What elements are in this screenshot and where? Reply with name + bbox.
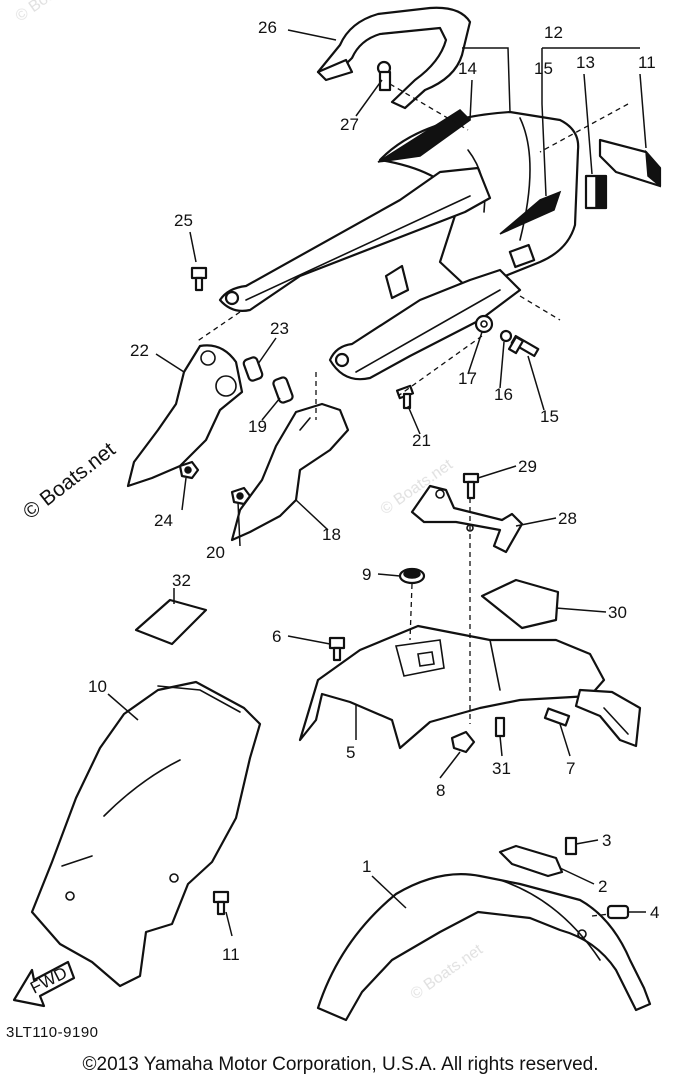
callout-11: 11: [222, 945, 240, 964]
leader-lines: [107, 29, 647, 937]
part-collar-18: [474, 314, 494, 334]
part-bolt-28: [376, 60, 392, 92]
callout-17: 16: [494, 385, 513, 404]
part-collar-20: [272, 376, 294, 404]
callout-12: 12: [544, 23, 563, 42]
callout-28: 27: [340, 115, 359, 134]
callout-15-left: 14: [458, 59, 477, 78]
part-bolt-22: [395, 384, 415, 410]
part-washer-17: [499, 329, 513, 343]
callout-27: 26: [258, 18, 277, 37]
part-bolt-3: [564, 836, 578, 856]
part-seat-pad-13: [598, 138, 662, 188]
callout-13: 11: [638, 53, 656, 72]
part-nut-21: [230, 486, 252, 506]
callout-30: 29: [518, 457, 537, 476]
callout-26: 25: [174, 211, 193, 230]
part-nut-8: [450, 730, 476, 754]
callout-10: 10: [88, 677, 107, 696]
callout-1: 1: [362, 857, 371, 876]
callout-19: 18: [322, 525, 341, 544]
part-rear-fender-5: [298, 624, 642, 750]
part-side-rail-left: [218, 166, 492, 312]
part-nut-25: [178, 460, 200, 480]
part-inner-fender-10: [30, 680, 262, 988]
part-bolt-6: [328, 636, 346, 662]
part-front-fender-1: [316, 873, 652, 1022]
callout-7: 7: [566, 759, 575, 778]
callout-8: 8: [436, 781, 445, 800]
callout-31: 30: [608, 603, 627, 622]
callout-23: 22: [130, 341, 149, 360]
watermark-faint: © Boats.net: [408, 941, 487, 1003]
callout-18: 17: [458, 369, 477, 388]
copyright-notice: ©2013 Yamaha Motor Corporation, U.S.A. A…: [82, 1054, 599, 1075]
part-bolt-4: [606, 904, 630, 920]
callout-32: 31: [492, 759, 511, 778]
callout-33: 32: [172, 571, 191, 590]
part-grab-bar: [316, 6, 472, 110]
part-block-14: [584, 174, 608, 210]
part-bracket-2: [498, 844, 564, 878]
part-side-rail-right: [328, 264, 522, 381]
part-pad-31: [480, 578, 560, 630]
part-bracket-23: [126, 344, 244, 488]
callout-6: 6: [272, 627, 281, 646]
part-label-33: [134, 598, 208, 646]
watermark-faint: © Boats.net: [13, 0, 92, 25]
assembly-lines: [195, 83, 629, 917]
part-bolt-16: [507, 334, 540, 358]
callout-9: 9: [362, 565, 371, 584]
callout-25: 24: [154, 511, 173, 530]
callout-24: 23: [270, 319, 289, 338]
callout-29: 28: [558, 509, 577, 528]
callout-labels: 26 27 12 14 15 13 11 25 22 23 19 24 20 1…: [88, 18, 659, 964]
watermark-main: © Boats.net: [19, 438, 120, 524]
callout-4: 4: [650, 903, 659, 922]
part-bracket-19: [230, 402, 350, 542]
part-screw-11: [212, 890, 230, 916]
part-grommet-9: [398, 567, 426, 585]
part-screw-32: [494, 716, 506, 738]
callout-3: 3: [602, 831, 611, 850]
drawing-code: 3LT110-9190: [6, 1024, 99, 1041]
callout-16: 15: [540, 407, 559, 426]
part-collar-24: [242, 356, 264, 382]
callout-5: 5: [346, 743, 355, 762]
callout-21: 20: [206, 543, 225, 562]
callout-2: 2: [598, 877, 607, 896]
callout-15-right: 15: [534, 59, 553, 78]
part-bolt-26: [190, 266, 208, 292]
callout-20: 19: [248, 417, 267, 436]
callout-22: 21: [412, 431, 431, 450]
part-bolt-7: [543, 707, 571, 727]
callout-14: 13: [576, 53, 595, 72]
fwd-arrow: FWD: [12, 960, 76, 1008]
part-bolt-30: [462, 472, 480, 500]
